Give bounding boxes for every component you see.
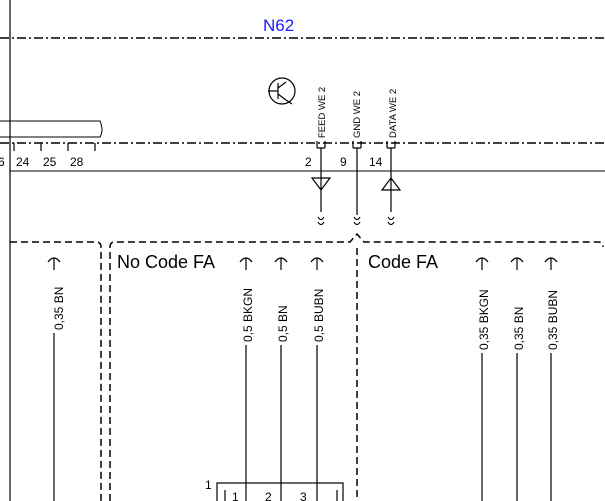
left-pin-label: 25 <box>43 155 57 169</box>
bottom-connector-id: 1 <box>205 478 212 492</box>
signal-label-gnd: GND WE 2 <box>352 91 363 138</box>
bottom-pin-number: 2 <box>265 490 272 501</box>
wire-label-no-code-3: 0,5 BUBN <box>312 289 326 342</box>
pin-number: 2 <box>305 155 312 169</box>
wire-label-code-1: 0,35 BKGN <box>477 289 491 350</box>
left-pin-ticks <box>13 143 96 151</box>
antenna-symbol-icon <box>268 77 296 105</box>
left-pin-label: 28 <box>70 155 84 169</box>
left-pin-label: 24 <box>16 155 30 169</box>
variant-box-no-code-outline <box>109 232 604 501</box>
wire-label-no-code-2: 0,5 BN <box>276 305 290 342</box>
wire-break-marks <box>317 216 395 226</box>
wire-label-no-code-1: 0,5 BKGN <box>241 288 255 342</box>
wire-label-left: 0,35 BN <box>52 287 66 330</box>
bottom-pin-number: 3 <box>300 490 307 501</box>
pin-number: 14 <box>369 155 383 169</box>
branch-wire-break-icons <box>47 257 558 270</box>
branch-wires <box>53 333 552 501</box>
data-arrow-icon <box>380 177 402 191</box>
signal-label-feed: FEED WE 2 <box>317 87 328 138</box>
signal-label-data: DATA WE 2 <box>388 89 399 138</box>
bottom-pin-number: 1 <box>232 490 239 501</box>
variant-label-no-code: No Code FA <box>117 252 215 272</box>
variant-label-code: Code FA <box>368 252 438 272</box>
connector-bracket <box>0 120 103 138</box>
module-title: N62 <box>263 16 294 35</box>
pin-wires <box>320 148 392 215</box>
variant-box-left-outline <box>10 241 102 501</box>
bottom-connector <box>216 482 344 501</box>
pin-number: 9 <box>340 155 347 169</box>
pin-terminals <box>316 141 396 149</box>
feed-arrow-icon <box>310 177 332 191</box>
wire-label-code-3: 0,35 BUBN <box>546 290 560 350</box>
wire-label-code-2: 0,35 BN <box>512 307 526 350</box>
left-pin-label: 6 <box>0 155 5 169</box>
